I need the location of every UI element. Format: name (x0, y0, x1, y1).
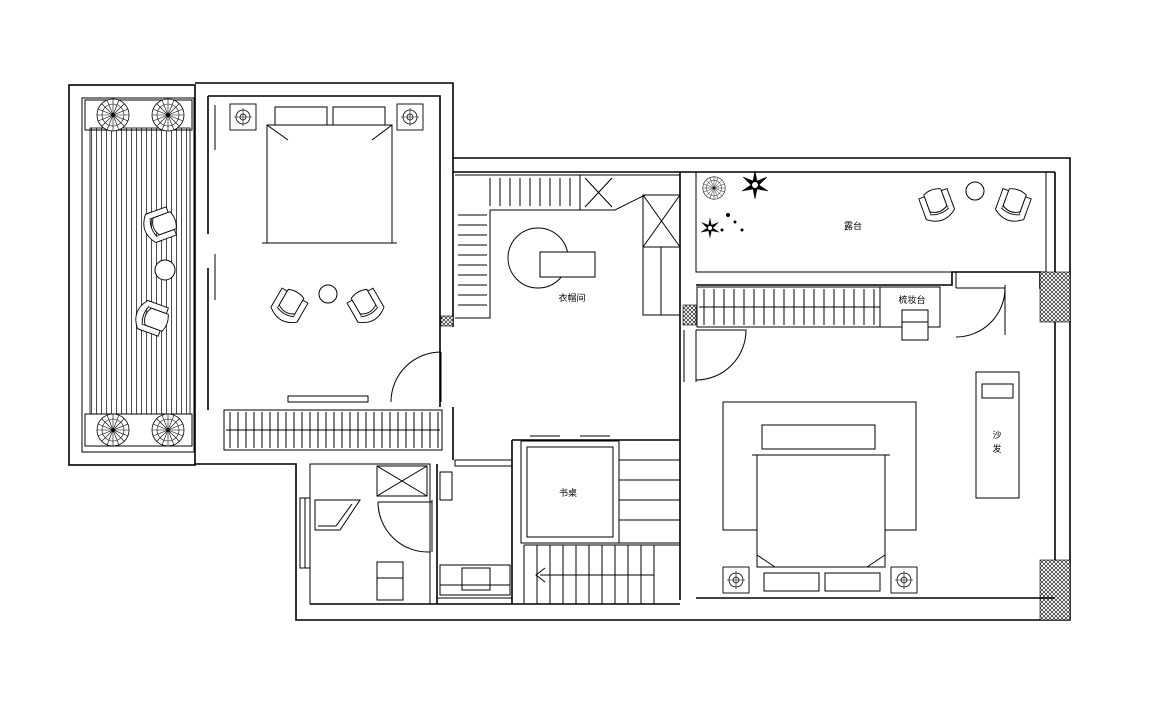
tree-icon (151, 98, 185, 132)
walk-in-closet: 衣帽间 (455, 172, 681, 600)
room-label-terrace: 露台 (844, 220, 862, 232)
right-bedroom: 梳妆台 沙 发 (682, 271, 1071, 621)
study-desk (520, 440, 620, 544)
left-balcony (68, 84, 196, 466)
bedside-lamp-icon (890, 566, 918, 594)
tree-icon (702, 176, 726, 200)
side-table (965, 181, 985, 201)
door-swing-icon (377, 501, 432, 553)
armchair-icon (344, 284, 388, 328)
side-table (154, 259, 176, 281)
armchair-icon (916, 184, 958, 226)
vanity-stool (901, 309, 929, 341)
bedside-lamp-icon (229, 103, 257, 131)
terrace: 露台 (695, 170, 1047, 273)
door-swing-icon (695, 329, 747, 381)
bench (287, 395, 369, 403)
double-bed (266, 124, 393, 244)
double-bed (756, 454, 886, 568)
sofa-label-char-2: 发 (992, 443, 1001, 455)
island-counter (539, 251, 596, 278)
tree-icon (151, 413, 185, 447)
plant-icon (700, 217, 720, 239)
tree-icon (96, 413, 130, 447)
sofa-label-char-1: 沙 (992, 430, 1001, 441)
tree-icon (96, 98, 130, 132)
stair-and-study: 书桌 (452, 407, 680, 605)
door-swing-icon (955, 287, 1006, 338)
side-table (318, 284, 338, 304)
armchair-icon (267, 284, 311, 328)
room-label-desk: 书桌 (559, 487, 577, 499)
bathroom (299, 463, 512, 605)
room-label-closet: 衣帽间 (558, 292, 585, 304)
toilet (376, 561, 404, 601)
bedside-lamp-icon (396, 103, 424, 131)
plant-icon (741, 170, 769, 200)
armchair-icon (992, 184, 1034, 226)
master-bedroom (207, 96, 454, 451)
door-swing-icon (390, 351, 442, 403)
bedside-lamp-icon (722, 566, 750, 594)
room-label-vanity: 梳妆台 (898, 294, 925, 306)
